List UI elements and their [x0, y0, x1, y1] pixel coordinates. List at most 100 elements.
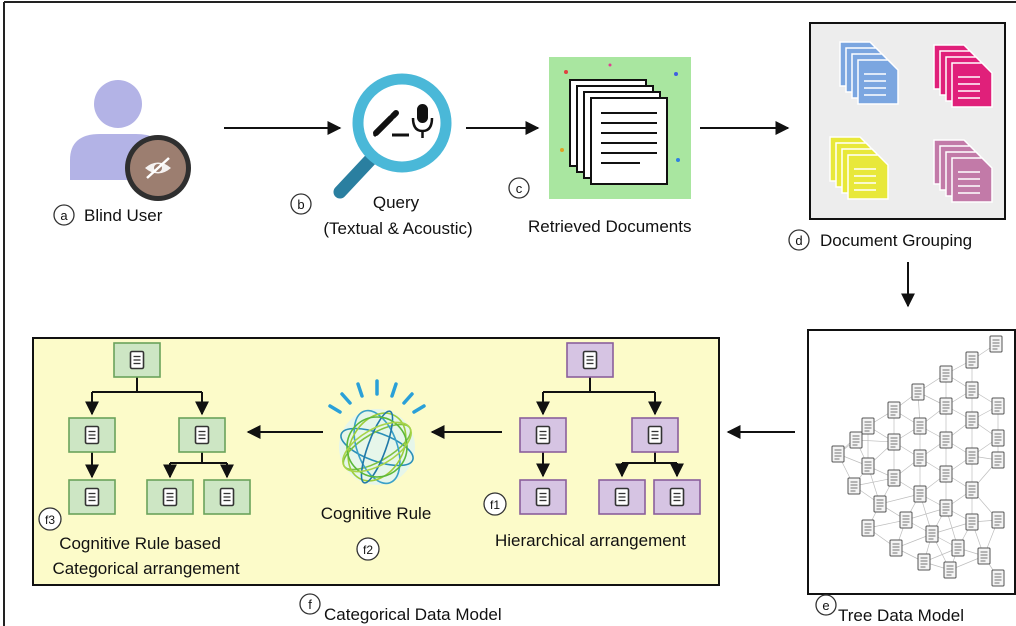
document-icon: [614, 487, 630, 507]
svg-text:b: b: [297, 197, 304, 212]
document-icon: [162, 487, 178, 507]
svg-text:a: a: [60, 208, 68, 223]
document-stack-yellow: [829, 136, 889, 200]
document-icon: [582, 350, 598, 370]
cognitive-categorical-label-line2: Categorical arrangement: [52, 559, 239, 578]
eye-slash-icon: [145, 157, 171, 179]
tree-document-icon: [887, 401, 901, 419]
tree-document-icon: [861, 457, 875, 475]
tree-document-icon: [925, 525, 939, 543]
tree-data-model-label: Tree Data Model: [838, 606, 964, 625]
svg-text:e: e: [822, 598, 829, 613]
tree-document-icon: [917, 553, 931, 571]
tree-document-icon: [965, 381, 979, 399]
tree-document-icon: [911, 383, 925, 401]
marker-f2: f2: [356, 537, 380, 561]
tree-document-icon: [991, 511, 1005, 529]
tree-document-icon: [965, 513, 979, 531]
document-icon: [84, 425, 100, 445]
svg-text:f2: f2: [363, 543, 373, 557]
document-icon: [647, 425, 663, 445]
microphone-icon: [411, 104, 434, 138]
marker-d: d: [788, 229, 810, 251]
cognitive-rule-label: Cognitive Rule: [321, 504, 432, 523]
tree-document-icon: [913, 449, 927, 467]
tree-document-icon: [899, 511, 913, 529]
tree-document-icon: [951, 539, 965, 557]
pencil-icon: [372, 110, 409, 138]
document-icon: [194, 425, 210, 445]
document-icon: [535, 425, 551, 445]
category-node: [68, 479, 116, 515]
svg-text:f3: f3: [45, 513, 55, 527]
tree-document-icon: [991, 429, 1005, 447]
tree-document-icon: [965, 447, 979, 465]
document-icon: [219, 487, 235, 507]
tree-document-icon: [991, 569, 1005, 587]
tree-document-icon: [965, 411, 979, 429]
tree-document-icon: [939, 431, 953, 449]
cognitive-categorical-label-line1: Cognitive Rule based: [59, 534, 221, 553]
document-icon: [669, 487, 685, 507]
blind-user-icon: [70, 80, 191, 201]
marker-f1: f1: [483, 492, 507, 516]
tree-document-icon: [913, 485, 927, 503]
tree-document-icon: [831, 445, 845, 463]
hierarchical-arrangement-label: Hierarchical arrangement: [495, 531, 686, 550]
tree-document-icon: [861, 417, 875, 435]
tree-document-icon: [887, 469, 901, 487]
blind-user-label: Blind User: [84, 206, 163, 225]
document-icon: [84, 487, 100, 507]
marker-b: b: [290, 193, 312, 215]
document-icon: [535, 487, 551, 507]
tree-document-icon: [939, 465, 953, 483]
marker-e: e: [815, 594, 837, 616]
tree-document-icon: [939, 365, 953, 383]
hierarchical-tree: [536, 377, 684, 478]
marker-f: f: [299, 593, 321, 615]
retrieved-documents-label: Retrieved Documents: [528, 217, 691, 236]
categorical-tree: [85, 377, 234, 479]
svg-text:f: f: [308, 597, 312, 612]
tree-document-icon: [913, 417, 927, 435]
tree-document-icon: [873, 495, 887, 513]
retrieved-documents-icon: [549, 57, 691, 199]
hierarchy-node: [631, 417, 679, 453]
tree-document-icon: [943, 561, 957, 579]
tree-document-icon: [991, 451, 1005, 469]
marker-a: a: [53, 204, 75, 226]
tree-document-icon: [849, 431, 863, 449]
document-icon: [129, 350, 145, 370]
tree-document-icon: [889, 539, 903, 557]
svg-text:d: d: [795, 233, 802, 248]
tree-document-icon: [939, 499, 953, 517]
tree-document-icon: [847, 477, 861, 495]
search-magnifier-icon: [333, 73, 452, 199]
tree-document-icon: [965, 481, 979, 499]
query-label: Query: [373, 193, 420, 212]
category-node: [146, 479, 194, 515]
tree-document-icon: [887, 433, 901, 451]
hierarchy-node: [566, 342, 614, 378]
tree-data-model-panel: [807, 329, 1016, 595]
svg-text:f1: f1: [490, 498, 500, 512]
category-node: [178, 417, 226, 453]
hierarchy-node: [519, 479, 567, 515]
svg-text:c: c: [516, 181, 523, 196]
tree-document-icon: [861, 519, 875, 537]
tree-document-icon: [989, 335, 1003, 353]
hierarchy-node: [598, 479, 646, 515]
tree-document-icon: [991, 397, 1005, 415]
document-grouping-panel: [809, 22, 1006, 220]
hierarchy-node: [519, 417, 567, 453]
document-grouping-label: Document Grouping: [820, 231, 972, 250]
categorical-data-model-label: Categorical Data Model: [324, 605, 502, 624]
document-stack-mauve: [933, 139, 993, 203]
tree-document-icon: [977, 547, 991, 565]
marker-f3: f3: [38, 507, 62, 531]
cognitive-brain-icon: [328, 379, 426, 485]
tree-document-icon: [965, 351, 979, 369]
category-node: [203, 479, 251, 515]
category-node: [113, 342, 161, 378]
